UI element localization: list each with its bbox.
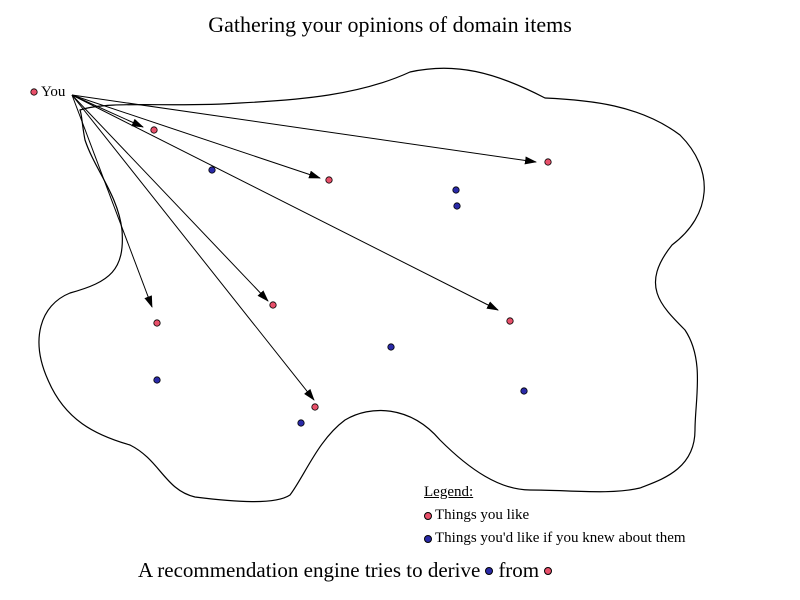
arrow-to-liked-7 [71,94,315,401]
liked-dot [311,403,319,411]
unknown-dot [520,387,528,395]
unknown-dot [153,376,161,384]
legend-item-liked: Things you like [424,504,686,527]
legend-title: Legend: [424,484,474,500]
unknown-dot-icon [424,534,432,543]
liked-dot-icon [544,566,553,575]
arrow-to-liked-3 [71,94,537,165]
opinion-arrows [71,94,537,401]
you-label: You [41,84,66,100]
liked-items [150,126,552,411]
unknown-dot [297,419,305,427]
diagram-title: Gathering your opinions of domain items [208,12,572,37]
liked-dot [544,158,552,166]
liked-dot-icon [424,511,432,520]
unknown-dot [453,202,461,210]
arrow-to-liked-1 [71,94,144,128]
legend-item-unknown: Things you'd like if you knew about them [424,527,686,550]
domain-boundary [38,67,705,503]
legend-label-unknown: Things you'd like if you knew about them [435,530,686,546]
caption: A recommendation engine tries to derive … [138,558,557,583]
legend: Legend: Things you like Things you'd lik… [424,481,686,550]
unknown-dot [452,186,460,194]
liked-dot [269,301,277,309]
arrow-to-liked-6 [71,94,499,311]
caption-part2: from [498,558,540,582]
liked-dot [506,317,514,325]
caption-part1: A recommendation engine tries to derive [138,558,481,582]
unknown-dot [387,343,395,351]
liked-dot [153,319,161,327]
arrow-to-liked-5 [71,94,269,302]
arrow-to-liked-4 [71,94,153,308]
arrow-to-liked-2 [71,94,321,179]
unknown-dot [208,166,216,174]
you-dot [30,88,38,96]
unknown-dot-icon [485,566,494,575]
unknown-items [153,166,528,427]
liked-dot [325,176,333,184]
liked-dot [150,126,158,134]
legend-label-liked: Things you like [435,507,530,523]
